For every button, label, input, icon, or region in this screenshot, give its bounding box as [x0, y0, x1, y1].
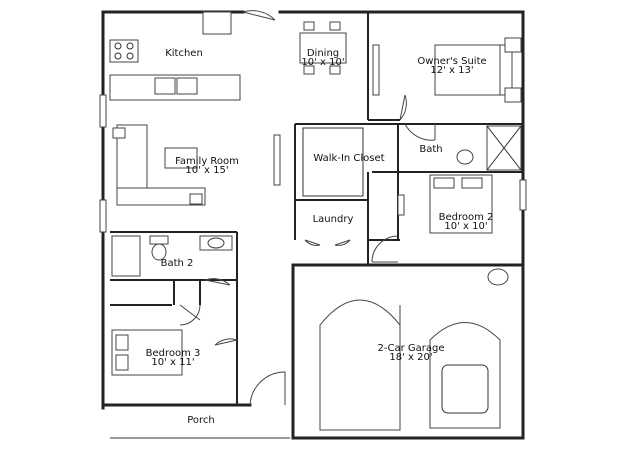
- porch-label: Porch: [187, 415, 215, 426]
- kitchen: Kitchen: [109, 11, 241, 101]
- dining-label: Dining: [307, 48, 339, 59]
- owners-suite-dims: 12' x 13': [430, 65, 473, 76]
- laundry: Laundry: [313, 214, 354, 225]
- doors: [179, 10, 436, 406]
- family-room-label: Family Room: [175, 156, 239, 167]
- owners-suite: Owner's Suite 12' x 13': [417, 37, 522, 103]
- bedroom-2-label: Bedroom 2: [439, 212, 494, 223]
- owner-bath: Bath: [419, 125, 522, 171]
- family-room-dims: 10' x 15': [185, 165, 228, 176]
- bedroom-3: Bedroom 3 10' x 11': [111, 329, 201, 376]
- owners-suite-label: Owner's Suite: [417, 56, 486, 67]
- windows: [99, 44, 527, 233]
- bedroom-3-dims: 10' x 11': [151, 357, 194, 368]
- bedroom-2: Bedroom 2 10' x 10': [429, 174, 494, 234]
- interior-walls: [110, 12, 523, 405]
- garage-dims: 18' x 20': [389, 352, 432, 363]
- walk-in-closet: Walk-In Closet: [302, 127, 385, 197]
- family-room: Family Room 10' x 15': [112, 124, 239, 206]
- owner-bath-label: Bath: [419, 144, 442, 155]
- porch: Porch: [110, 415, 290, 439]
- bedroom-2-dims: 10' x 10': [444, 221, 487, 232]
- dining: Dining 10' x 10': [299, 21, 347, 75]
- walk-in-closet-label: Walk-In Closet: [313, 153, 384, 164]
- garage-label: 2-Car Garage: [378, 343, 445, 354]
- kitchen-label: Kitchen: [165, 48, 203, 59]
- bedroom-3-label: Bedroom 3: [146, 348, 201, 359]
- laundry-label: Laundry: [313, 214, 354, 225]
- garage: 2-Car Garage 18' x 20': [319, 268, 509, 431]
- bath-2-label: Bath 2: [161, 258, 194, 269]
- bath-2: Bath 2: [111, 235, 233, 277]
- dining-dims: 10' x 10': [301, 57, 344, 68]
